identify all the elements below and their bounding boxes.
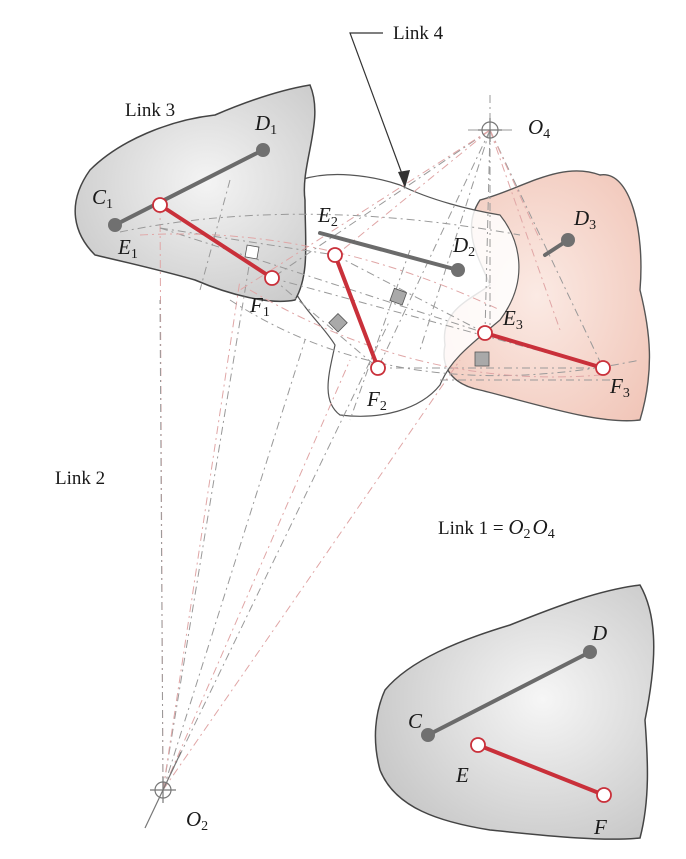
point-label-d1: D1 — [254, 111, 277, 138]
point-label-e: E — [455, 763, 469, 787]
point-label-f1: F1 — [249, 293, 270, 320]
link-4-label: Link 4 — [393, 23, 444, 44]
right-angle-markers — [244, 244, 490, 367]
pivot-d3 — [561, 233, 575, 247]
link-2-label: Link 2 — [55, 468, 105, 489]
point-label-f2: F2 — [366, 387, 387, 414]
point-label-d3: D3 — [573, 206, 596, 233]
link-4-pointer — [349, 32, 410, 188]
point-label-c1: C1 — [92, 185, 113, 212]
pivot-f2 — [370, 360, 386, 376]
coupler-body-position-1 — [74, 84, 316, 303]
pivot-d1 — [256, 143, 270, 157]
construction-lines — [119, 95, 641, 791]
fixed-pivot-o4 — [478, 118, 502, 142]
pivot-f3 — [595, 360, 611, 376]
pivot-e2 — [327, 247, 343, 263]
pivot-e — [470, 737, 486, 753]
pivot-c — [421, 728, 435, 742]
pivot-d — [583, 645, 597, 659]
point-label-o4: O4 — [528, 115, 550, 142]
cd-links — [113, 148, 592, 737]
point-label-o2: O2 — [186, 807, 208, 834]
point-label-d2: D2 — [452, 233, 475, 260]
link-3-label: Link 3 — [125, 100, 175, 121]
pivot-d2 — [451, 263, 465, 277]
ef-pivots — [152, 197, 612, 803]
pivot-f1 — [264, 270, 280, 286]
cd-pivots — [108, 143, 597, 742]
point-label-f: F — [593, 815, 607, 839]
point-label-e1: E1 — [117, 235, 138, 262]
link-1-label: Link 1 = O2O4 — [438, 515, 555, 542]
pivot-e3 — [477, 325, 493, 341]
point-label-c: C — [408, 709, 423, 733]
pivot-e1 — [152, 197, 168, 213]
point-label-e3: E3 — [502, 306, 523, 333]
ef-links — [158, 203, 606, 797]
point-label-f3: F3 — [609, 374, 630, 401]
pivot-f — [596, 787, 612, 803]
point-label-e2: E2 — [317, 203, 338, 230]
pivot-c1 — [108, 218, 122, 232]
fixed-pivot-o2 — [144, 751, 182, 829]
point-label-d: D — [591, 621, 607, 645]
